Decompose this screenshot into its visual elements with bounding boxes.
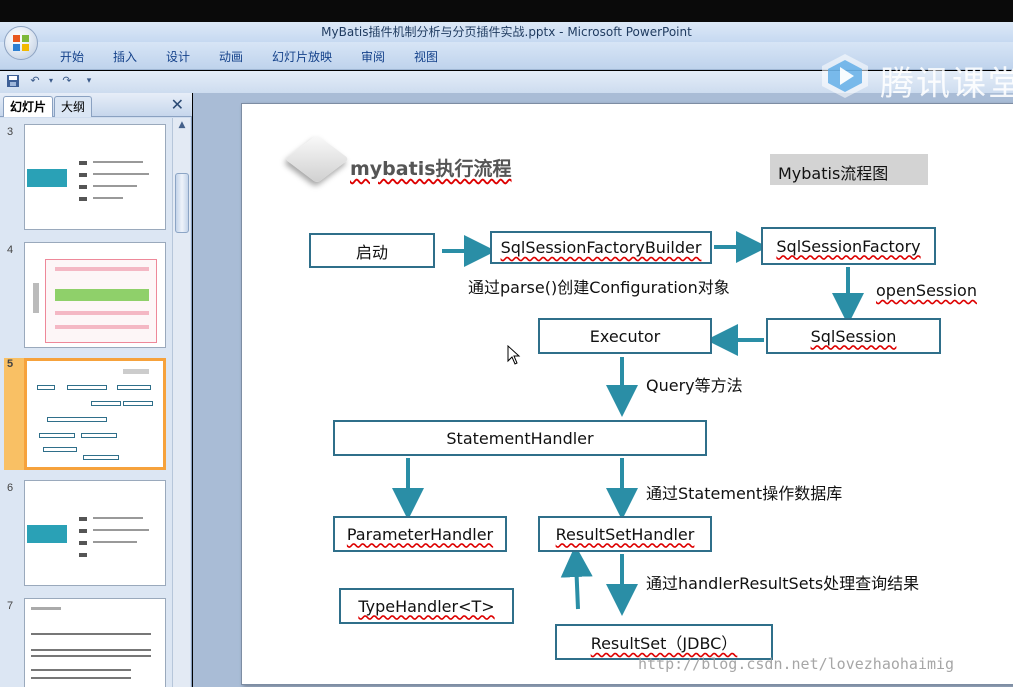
panel-tabs: 幻灯片 大纲 ✕ — [0, 93, 192, 117]
slide-thumbnail-3[interactable]: 3 — [4, 124, 166, 234]
tencent-classroom-logo-icon — [822, 54, 868, 98]
slide-preview — [24, 124, 166, 230]
tab-outline[interactable]: 大纲 — [54, 96, 93, 117]
slide-number: 7 — [7, 600, 14, 612]
url-watermark: http://blog.csdn.net/lovezhaohaimig — [638, 655, 955, 673]
office-button[interactable] — [4, 26, 38, 60]
slide-thumbnail-5[interactable]: 5 — [4, 358, 166, 472]
label-parse: 通过parse()创建Configuration对象 — [468, 278, 730, 297]
tab-slides[interactable]: 幻灯片 — [3, 96, 54, 117]
slide-number: 5 — [4, 358, 24, 470]
label-statement: 通过Statement操作数据库 — [646, 484, 843, 503]
slide-preview-selected — [24, 358, 166, 470]
scrollbar-thumb[interactable] — [175, 173, 189, 233]
node-sqlsessionfactory[interactable]: SqlSessionFactory — [761, 227, 936, 265]
mouse-cursor-icon — [507, 345, 521, 365]
slide-thumbnail-6[interactable]: 6 — [4, 480, 166, 590]
slide-preview — [24, 480, 166, 586]
tab-home[interactable]: 开始 — [60, 50, 85, 64]
slide-preview — [24, 242, 166, 348]
slide-number: 3 — [7, 126, 14, 138]
slide-number: 6 — [7, 482, 14, 494]
tab-animation[interactable]: 动画 — [219, 50, 244, 64]
window-title: MyBatis插件机制分析与分页插件实战.pptx - Microsoft Po… — [0, 22, 1013, 42]
undo-icon[interactable]: ↶ — [30, 74, 40, 87]
brand-watermark: 腾讯课堂 — [818, 50, 1013, 104]
node-start[interactable]: 启动 — [309, 233, 435, 268]
node-executor[interactable]: Executor — [538, 318, 712, 354]
arrow-resultset-to-handler — [560, 545, 593, 610]
thumbnail-scrollbar[interactable]: ▲ — [172, 118, 190, 687]
diamond-decoration — [284, 134, 350, 184]
save-icon[interactable] — [6, 74, 20, 88]
label-query: Query等方法 — [646, 376, 743, 395]
redo-icon[interactable]: ↷ — [62, 74, 72, 87]
tab-insert[interactable]: 插入 — [113, 50, 138, 64]
slide-preview — [24, 598, 166, 687]
slide-title[interactable]: mybatis执行流程 — [350, 158, 512, 180]
office-logo-icon — [13, 35, 29, 51]
slides-panel: 幻灯片 大纲 ✕ 3 4 — [0, 93, 192, 687]
node-parameterhandler[interactable]: ParameterHandler — [333, 516, 507, 552]
flow-label-box[interactable]: Mybatis流程图 — [770, 154, 928, 185]
node-typehandler[interactable]: TypeHandler<T> — [339, 588, 514, 624]
screen-top-bar — [0, 0, 1013, 22]
label-handle-results: 通过handlerResultSets处理查询结果 — [646, 574, 920, 593]
tab-design[interactable]: 设计 — [166, 50, 191, 64]
node-resultsethandler[interactable]: ResultSetHandler — [538, 516, 712, 552]
slide-canvas[interactable]: mybatis执行流程 Mybatis流程图 启动 SqlSessionFa — [241, 103, 1013, 685]
node-sqlsessionfactorybuilder[interactable]: SqlSessionFactoryBuilder — [490, 231, 712, 264]
label-open-session: openSession — [876, 281, 977, 300]
slide-editing-area: mybatis执行流程 Mybatis流程图 启动 SqlSessionFa — [193, 93, 1013, 687]
node-resultset-jdbc[interactable]: ResultSet（JDBC） — [555, 624, 773, 660]
slide-thumbnail-4[interactable]: 4 — [4, 242, 166, 352]
tab-slideshow[interactable]: 幻灯片放映 — [272, 50, 333, 64]
quick-access-toolbar: ↶ ▾ ↷ ▾ — [0, 71, 1013, 93]
slide-thumbnail-list: 3 4 — [0, 118, 172, 687]
tab-view[interactable]: 视图 — [414, 50, 439, 64]
undo-dropdown-icon[interactable]: ▾ — [48, 76, 53, 85]
customize-icon[interactable]: ▾ — [86, 76, 92, 86]
tab-review[interactable]: 审阅 — [361, 50, 386, 64]
close-icon[interactable]: ✕ — [170, 95, 184, 114]
node-statementhandler[interactable]: StatementHandler — [333, 420, 707, 456]
brand-watermark-text: 腾讯课堂 — [880, 64, 1013, 104]
node-sqlsession[interactable]: SqlSession — [766, 318, 941, 354]
slide-number: 4 — [7, 244, 14, 256]
slide-thumbnail-7[interactable]: 7 — [4, 598, 166, 687]
scroll-up-icon[interactable]: ▲ — [178, 120, 186, 130]
